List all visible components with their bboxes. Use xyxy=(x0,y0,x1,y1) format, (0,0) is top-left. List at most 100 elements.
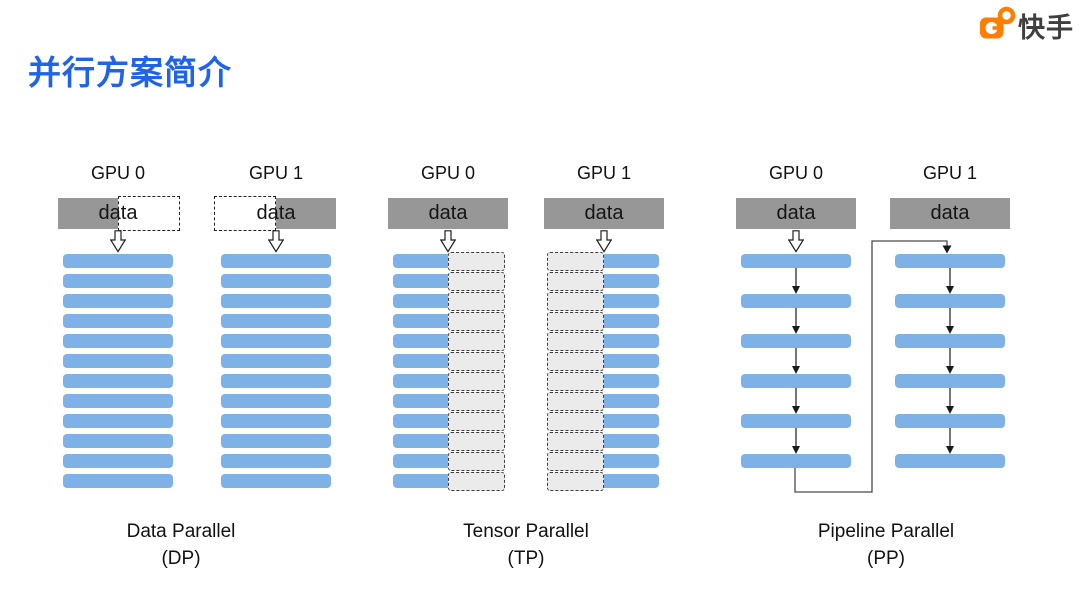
layer-bar xyxy=(63,274,173,288)
kuaishou-logo: 快手 xyxy=(979,6,1074,45)
tensor-shard-local xyxy=(393,314,448,328)
layer-stack xyxy=(547,251,659,494)
layer-bar xyxy=(221,474,331,488)
kuaishou-camera-icon xyxy=(979,6,1017,45)
flow-down-arrow-icon xyxy=(792,308,800,334)
hollow-down-arrow-icon xyxy=(440,230,456,253)
layer-bar xyxy=(547,431,659,451)
tensor-shard-remote xyxy=(547,431,604,451)
layer-bar xyxy=(221,274,331,288)
layer-bar xyxy=(393,371,505,391)
layer-bar xyxy=(741,374,851,388)
layer-bar xyxy=(221,294,331,308)
layer-bar xyxy=(221,354,331,368)
flow-down-arrow-icon xyxy=(946,348,954,374)
tensor-shard-remote xyxy=(547,251,604,271)
flow-arrow xyxy=(895,428,1005,454)
layer-bar xyxy=(547,371,659,391)
slide-title: 并行方案简介 xyxy=(28,54,232,91)
tensor-shard-local xyxy=(604,434,659,448)
flow-arrow xyxy=(741,388,851,414)
layer-bar xyxy=(393,451,505,471)
flow-arrow xyxy=(895,268,1005,294)
tensor-shard-local xyxy=(393,294,448,308)
layer-bar xyxy=(63,334,173,348)
tensor-shard-remote xyxy=(547,331,604,351)
flow-down-arrow-icon xyxy=(946,428,954,454)
layer-bar xyxy=(741,254,851,268)
data-solid-half xyxy=(58,198,118,229)
layer-bar xyxy=(221,314,331,328)
layer-bar xyxy=(741,334,851,348)
tensor-shard-remote xyxy=(448,251,505,271)
layer-bar xyxy=(393,431,505,451)
caption-line2: (PP) xyxy=(867,548,905,569)
layer-bar xyxy=(547,271,659,291)
layer-bar xyxy=(547,311,659,331)
layer-bar xyxy=(63,414,173,428)
layer-stack xyxy=(895,254,1005,468)
flow-down-arrow-icon xyxy=(946,268,954,294)
tensor-shard-local xyxy=(393,274,448,288)
data-box: data xyxy=(388,198,508,229)
gpu-label: GPU 0 xyxy=(420,163,476,183)
tensor-shard-local xyxy=(604,294,659,308)
data-label: data xyxy=(584,202,624,224)
gpu-label: GPU 0 xyxy=(768,163,824,183)
layer-bar xyxy=(547,471,659,491)
flow-down-arrow-icon xyxy=(792,268,800,294)
flow-arrow xyxy=(741,428,851,454)
data-label: data xyxy=(776,202,816,224)
input-arrow-slot xyxy=(544,230,664,254)
tensor-shard-remote xyxy=(547,271,604,291)
panel-caption: Data Parallel(DP) xyxy=(42,518,320,572)
tensor-shard-local xyxy=(393,474,448,488)
data-solid xyxy=(890,198,1010,229)
layer-bar xyxy=(393,271,505,291)
tensor-shard-remote xyxy=(547,311,604,331)
flow-down-arrow-icon xyxy=(792,428,800,454)
caption-line1: Tensor Parallel xyxy=(463,521,589,542)
tensor-shard-remote xyxy=(448,351,505,371)
tensor-shard-remote xyxy=(448,391,505,411)
tensor-shard-local xyxy=(393,334,448,348)
layer-bar xyxy=(221,374,331,388)
panel-caption: Tensor Parallel(TP) xyxy=(388,518,664,572)
data-ghost-half xyxy=(118,196,180,231)
layer-bar xyxy=(895,454,1005,468)
layer-bar xyxy=(895,414,1005,428)
layer-bar xyxy=(393,351,505,371)
tensor-shard-remote xyxy=(448,471,505,491)
layer-bar xyxy=(63,314,173,328)
tensor-shard-remote xyxy=(547,391,604,411)
flow-arrow xyxy=(741,268,851,294)
flow-arrow xyxy=(895,308,1005,334)
layer-stack xyxy=(63,254,173,494)
data-label: data xyxy=(428,202,468,224)
layer-bar xyxy=(393,471,505,491)
layer-bar xyxy=(221,414,331,428)
input-arrow-slot xyxy=(58,230,178,254)
hollow-down-arrow-icon xyxy=(110,230,126,253)
layer-bar xyxy=(547,351,659,371)
tensor-shard-local xyxy=(604,454,659,468)
gpu-label: GPU 1 xyxy=(922,163,978,183)
flow-arrow xyxy=(741,308,851,334)
data-solid-half xyxy=(276,198,336,229)
data-box: data xyxy=(214,196,336,231)
tensor-shard-remote xyxy=(547,351,604,371)
tensor-shard-local xyxy=(604,394,659,408)
data-solid xyxy=(736,198,856,229)
flow-down-arrow-icon xyxy=(792,348,800,374)
layer-bar xyxy=(895,254,1005,268)
data-solid xyxy=(388,198,508,229)
layer-bar xyxy=(741,294,851,308)
input-arrow-slot xyxy=(736,230,856,254)
input-arrow-slot xyxy=(216,230,336,254)
panel-caption: Pipeline Parallel(PP) xyxy=(749,518,1023,572)
layer-stack xyxy=(221,254,331,494)
tp-gpu0-column: GPU 0 data xyxy=(388,160,508,590)
tensor-shard-remote xyxy=(448,331,505,351)
